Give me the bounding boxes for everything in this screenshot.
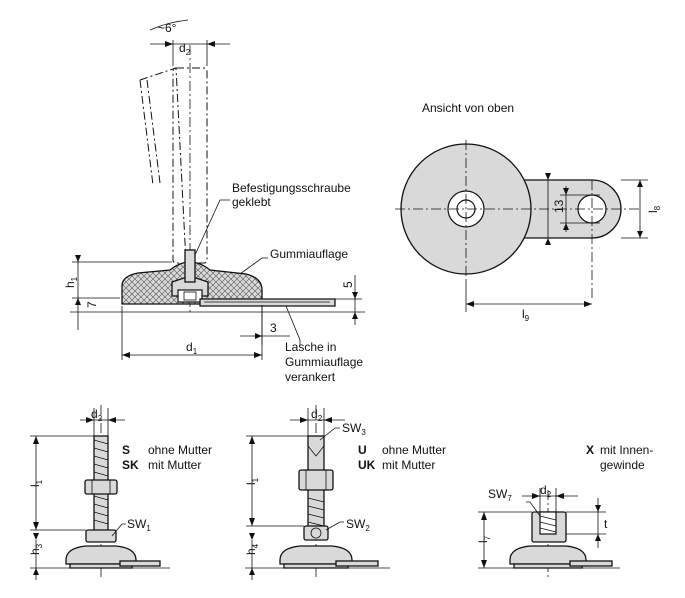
variant-s-l1-label: l1 [28, 479, 44, 487]
callout-tab-line1: Lasche in [285, 340, 336, 354]
code-s: S [122, 443, 130, 457]
variant-x-d2-label: d2 [540, 483, 552, 499]
code-u: U [358, 443, 367, 457]
code-sk-text: mit Mutter [148, 458, 201, 472]
callout-tab-line3: verankert [285, 370, 336, 384]
variant-u-sw2-label: SW2 [346, 517, 370, 533]
l9-label: l9 [522, 307, 530, 323]
dim-13-label: 13 [552, 199, 566, 213]
callout-tab-line2: Gummiauflage [285, 355, 363, 369]
variant-x: X mit Innen- gewinde d2 l7 t SW [476, 443, 653, 580]
callout-screw-line1: Befestigungsschraube [232, 181, 351, 195]
angle-label: ~6° [158, 21, 177, 35]
l8-label: l8 [646, 205, 662, 213]
h1-label: h1 [63, 276, 79, 288]
variant-s-d2-label: d2 [91, 407, 103, 423]
code-x-text-line2: gewinde [600, 458, 645, 472]
variant-x-t-label: t [604, 517, 608, 531]
callout-rubber: Gummiauflage [270, 247, 348, 261]
variant-x-l7-label: l7 [476, 535, 492, 543]
top-view: Ansicht von oben 13 l8 l9 [395, 101, 662, 323]
d2-label: d2 [179, 41, 191, 57]
dim-7-label: 7 [85, 301, 99, 308]
variant-x-sw7-label: SW7 [488, 487, 512, 503]
callout-screw-line2: geklebt [232, 195, 271, 209]
variant-u: d2 l1 h4 SW3 SW2 U ohne Mu [244, 405, 446, 580]
code-sk: SK [122, 458, 139, 472]
main-view: ~6° d2 h1 7 5 [63, 19, 365, 384]
code-s-text: ohne Mutter [148, 443, 212, 457]
d1-label: d1 [186, 340, 198, 356]
variant-u-l1-label: l1 [244, 477, 260, 485]
variant-u-h4-label: h4 [244, 543, 260, 555]
variant-s-h3-label: h3 [28, 543, 44, 555]
variant-s: d2 l1 h3 SW1 S ohne Mutter SK mi [28, 405, 212, 580]
dim-5-label: 5 [341, 281, 355, 288]
code-u-text: ohne Mutter [382, 443, 446, 457]
code-x: X [586, 443, 594, 457]
code-uk-text: mit Mutter [382, 458, 435, 472]
variant-s-sw1-label: SW1 [127, 517, 151, 533]
variant-u-d2-label: d2 [311, 407, 323, 423]
dim-3-label: 3 [270, 321, 277, 335]
top-view-title: Ansicht von oben [422, 101, 514, 115]
variant-u-sw3-label: SW3 [342, 421, 366, 437]
code-x-text-line1: mit Innen- [600, 443, 653, 457]
code-uk: UK [358, 458, 376, 472]
